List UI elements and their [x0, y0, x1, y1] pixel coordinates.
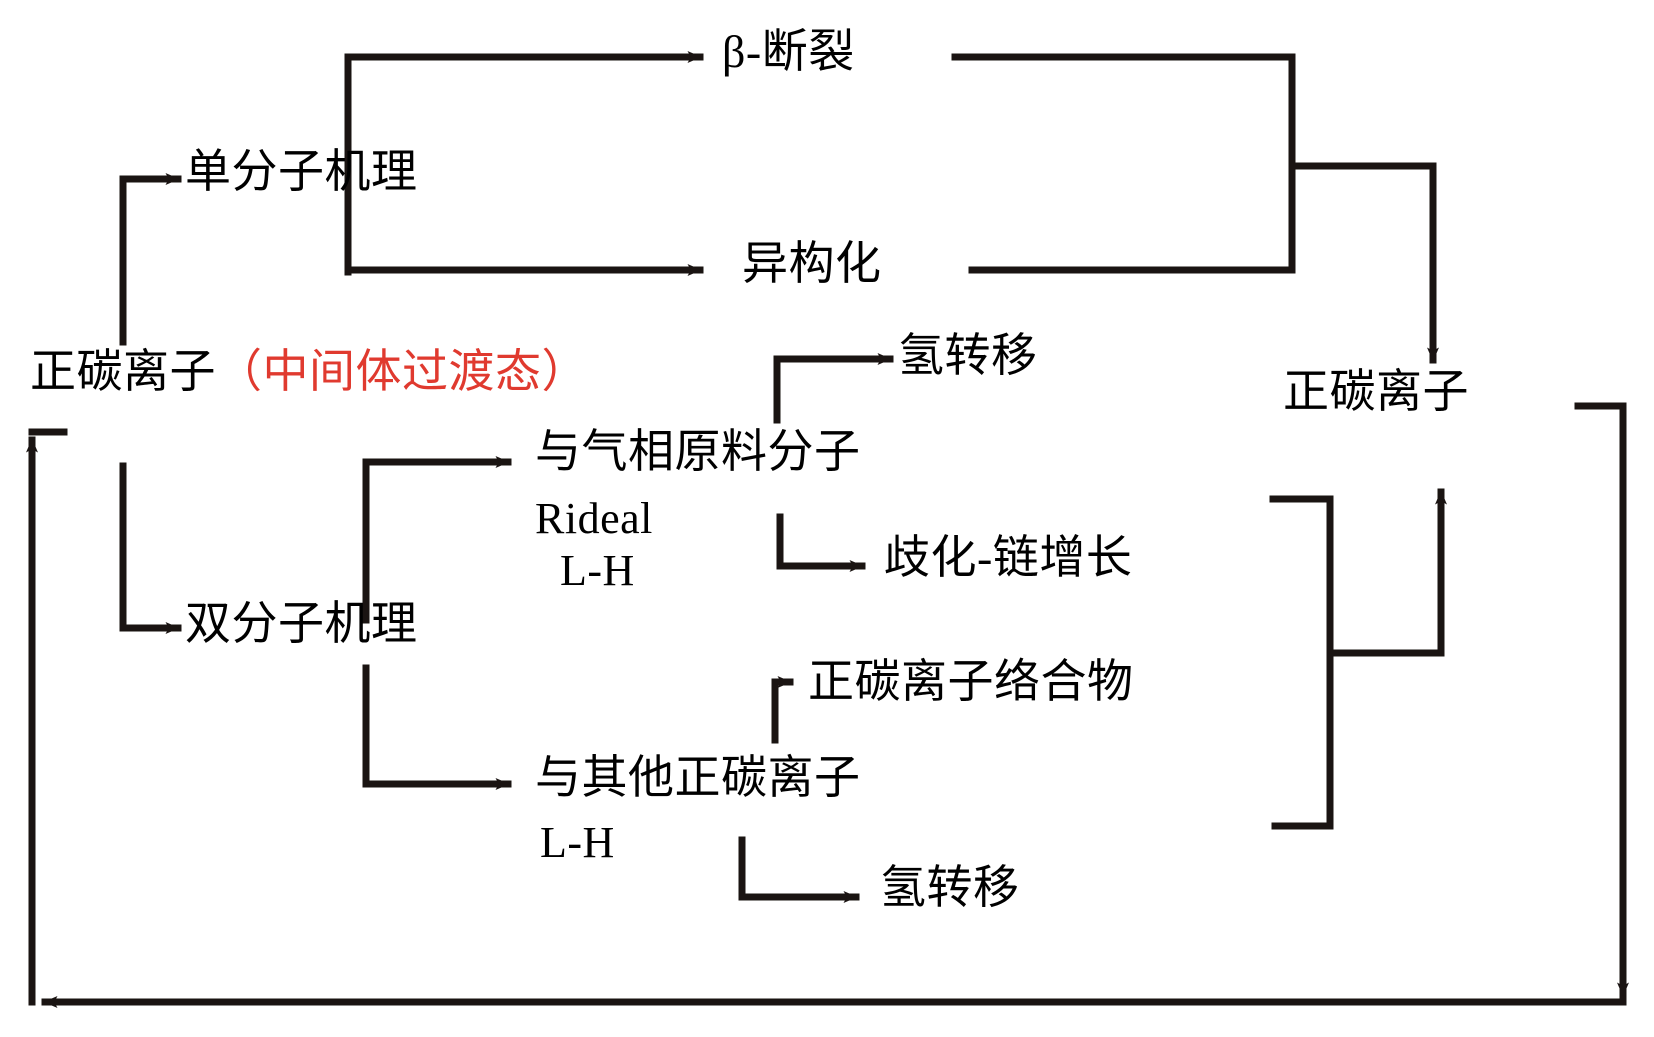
node-bimolecular-mechanism: 双分子机理 [185, 598, 418, 649]
edge-lower-merge-to-carbenium-right [1326, 488, 1447, 657]
node-hydrogen-transfer-top: 氢转移 [898, 330, 1038, 381]
node-with-other-carbenium: 与其他正碳离子 [535, 752, 861, 803]
node-rideal-label: Rideal [535, 494, 653, 543]
node-monomolecular-mechanism: 单分子机理 [185, 146, 418, 197]
merge-bar-bottom-right [1269, 495, 1334, 830]
edge-bimolecular-to-other-carbenium [362, 664, 512, 790]
edge-gas-feed-to-disproportionation [776, 513, 866, 572]
edge-main-to-monomolecular [119, 173, 182, 346]
node-carbenium-complex: 正碳离子络合物 [808, 656, 1134, 707]
edge-carbenium-right-down [1574, 402, 1629, 999]
node-carbenium-right: 正碳离子 [1283, 366, 1469, 417]
node-hydrogen-transfer-bottom: 氢转移 [880, 862, 1020, 913]
node-lh-label-lower: L-H [540, 818, 615, 867]
edge-main-to-bimolecular [119, 462, 182, 634]
node-disproportionation-chain-growth: 歧化-链增长 [884, 532, 1133, 583]
edge-monomolecular-to-isomerization [344, 224, 704, 276]
edge-merge-to-carbenium-right [1288, 162, 1439, 364]
node-with-gas-feed-molecule: 与气相原料分子 [535, 426, 861, 477]
edge-other-carbenium-to-complex [771, 676, 794, 744]
node-beta-scission: β-断裂 [722, 26, 855, 77]
node-carbenium-main: 正碳离子（中间体过渡态） [30, 346, 588, 397]
node-lh-label-upper: L-H [560, 546, 635, 595]
carbenium-main-red-text: （中间体过渡态） [216, 346, 588, 397]
node-isomerization: 异构化 [742, 238, 882, 289]
carbenium-main-black-text: 正碳离子 [30, 346, 216, 397]
edge-other-carbenium-to-hydrogen-transfer-bottom [738, 836, 860, 903]
edge-bimolecular-to-gas-feed [362, 456, 512, 624]
edge-monomolecular-to-beta-scission [344, 51, 704, 276]
edge-main-to-hydrogen-transfer-top [773, 353, 894, 424]
